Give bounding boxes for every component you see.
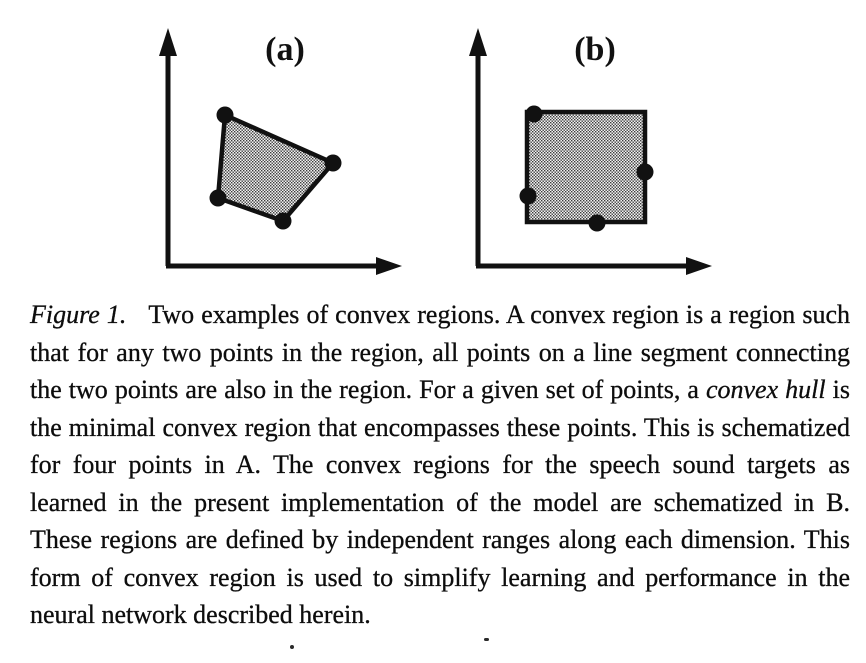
vertex-dot [519, 187, 537, 205]
region-group-b [519, 105, 654, 232]
caption-text-part1: Two examples of convex regions. A convex… [30, 300, 850, 404]
vertex-dot [324, 154, 342, 172]
region-group-a [209, 106, 342, 230]
figure-illustration-area: (a) (b) [0, 0, 866, 300]
vertex-dot [525, 105, 543, 123]
caption-term-convex-hull: convex hull [705, 375, 826, 404]
x-axis-arrow-icon [686, 257, 712, 275]
figure-caption: Figure 1.Two examples of convex regions.… [30, 296, 850, 634]
panel-b: (b) [448, 20, 718, 280]
figure-number-label: Figure 1. [30, 300, 127, 329]
vertex-dot [209, 189, 227, 207]
convex-region-a [215, 111, 337, 224]
panel-label-a: (a) [265, 31, 305, 68]
caption-text-part2: is the minimal convex region that encomp… [30, 375, 851, 629]
scan-speck [290, 645, 294, 649]
vertex-dot [588, 214, 606, 232]
scan-speck [484, 638, 489, 641]
vertex-dot [274, 212, 292, 230]
panel-label-b: (b) [574, 31, 616, 68]
y-axis-arrow-icon [469, 28, 487, 56]
x-axis-arrow-icon [376, 257, 402, 275]
panel-b-svg: (b) [469, 28, 712, 275]
convex-region-b [524, 109, 648, 225]
vertex-dot [216, 106, 234, 124]
panel-a-svg: (a) [159, 28, 402, 275]
panel-a: (a) [138, 20, 408, 280]
vertex-dot [636, 163, 654, 181]
y-axis-arrow-icon [159, 28, 177, 56]
